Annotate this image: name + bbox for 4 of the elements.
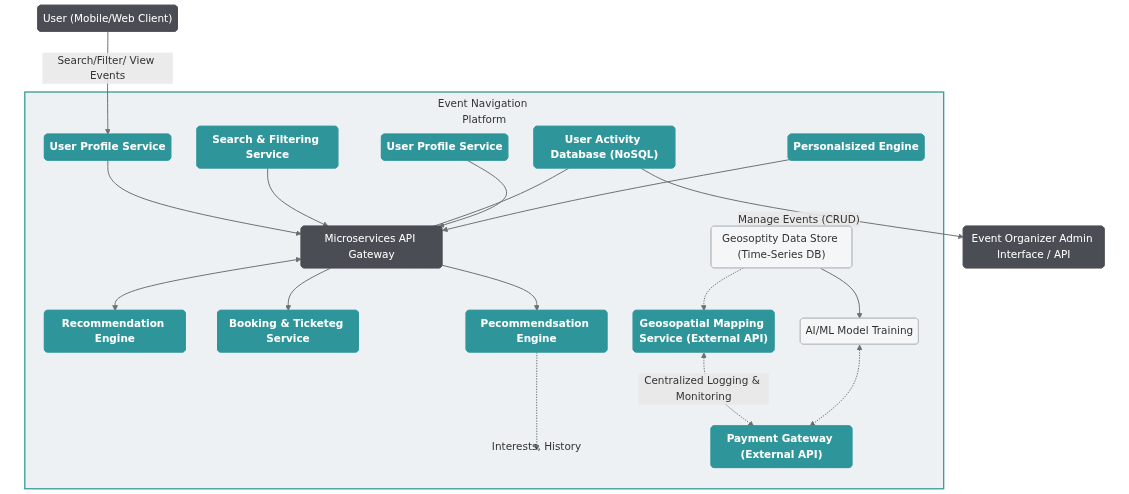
edge-label: Manage Events (CRUD) <box>737 212 860 226</box>
node-text: Interests, History <box>491 440 582 453</box>
edge-label: Search/Filter/ View Events <box>57 53 155 82</box>
edge-label: Centralized Logging & Monitoring <box>644 374 760 403</box>
